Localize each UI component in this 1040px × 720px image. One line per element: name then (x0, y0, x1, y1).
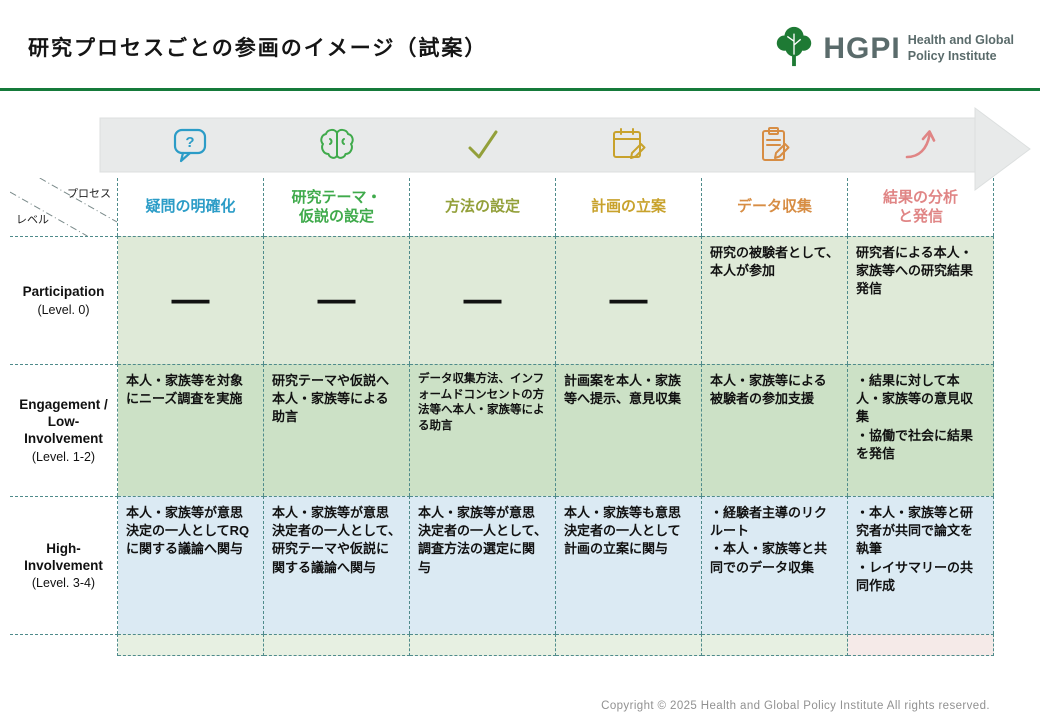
row-label-high-involvement: High-Involvement (Level. 3-4) (10, 496, 118, 634)
matrix-cell: 本人・家族等が意思決定者の一人として、調査方法の選定に関与 (410, 496, 556, 634)
row-label-level: (Level. 1-2) (31, 449, 96, 464)
participation-matrix: プロセス レベル 疑問の明確化 研究テーマ・ 仮説の設定 方法の設定 計画の立案… (10, 178, 994, 656)
page-title: 研究プロセスごとの参画のイメージ（試案） (28, 37, 488, 60)
row-label-text: Engagement / Low-Involvement (19, 397, 108, 446)
brain-icon (316, 124, 358, 166)
corner-process-label: プロセス (67, 188, 111, 200)
copyright-text: Copyright © 2025 Health and Global Polic… (601, 700, 990, 712)
row-label-text: High-Involvement (24, 540, 103, 573)
logo-name: Health and Global Policy Institute (908, 33, 1014, 64)
strip-cell (556, 634, 702, 656)
column-header-theme-hypothesis: 研究テーマ・ 仮説の設定 (264, 178, 410, 236)
logo-acronym: HGPI (823, 31, 901, 65)
matrix-cell: 本人・家族等による被験者の参加支援 (702, 364, 848, 496)
row-label-participation: Participation (Level. 0) (10, 236, 118, 364)
matrix-cell: 本人・家族等も意思決定者の一人として計画の立案に関与 (556, 496, 702, 634)
process-arrow: ? (0, 106, 1040, 192)
calendar-icon (608, 124, 650, 166)
column-header-question-clarification: 疑問の明確化 (118, 178, 264, 236)
clipboard-icon (754, 124, 796, 166)
row-label-level: (Level. 0) (37, 302, 90, 317)
matrix-cell: データ収集方法、インフォームドコンセントの方法等へ本人・家族等による助言 (410, 364, 556, 496)
tree-icon (772, 22, 816, 75)
row-label-level: (Level. 3-4) (31, 576, 96, 591)
matrix-cell: ・本人・家族等と研究者が共同で論文を執筆 ・レイサマリーの共同作成 (848, 496, 994, 634)
matrix-cell: — (264, 236, 410, 364)
strip-label-spacer (10, 634, 118, 656)
svg-text:?: ? (185, 134, 194, 151)
check-icon (462, 124, 504, 166)
column-header-planning: 計画の立案 (556, 178, 702, 236)
trend-arrow-icon (900, 124, 942, 166)
strip-cell (702, 634, 848, 656)
matrix-cell: 本人・家族等を対象にニーズ調査を実施 (118, 364, 264, 496)
row-label-text: Participation (22, 284, 105, 300)
matrix-corner: プロセス レベル (10, 178, 118, 236)
strip-cell (410, 634, 556, 656)
matrix-cell: — (410, 236, 556, 364)
title-divider (0, 88, 1040, 91)
logo-name-line2: Policy Institute (907, 48, 997, 63)
matrix-cell: 研究テーマや仮説へ本人・家族等による助言 (264, 364, 410, 496)
strip-cell (118, 634, 264, 656)
row-label-engagement: Engagement / Low-Involvement (Level. 1-2… (10, 364, 118, 496)
strip-cell (264, 634, 410, 656)
matrix-cell: 研究者による本人・家族等への研究結果発信 (848, 236, 994, 364)
matrix-cell: ・経験者主導のリクルート ・本人・家族等と共同でのデータ収集 (702, 496, 848, 634)
arrow-shape (99, 107, 1031, 191)
logo-name-line1: Health and Global (907, 32, 1014, 47)
column-header-method: 方法の設定 (410, 178, 556, 236)
matrix-cell: 計画案を本人・家族等へ提示、意見収集 (556, 364, 702, 496)
matrix-cell: — (556, 236, 702, 364)
column-header-data-collection: データ収集 (702, 178, 848, 236)
matrix-cell: — (118, 236, 264, 364)
hgpi-logo: HGPI Health and Global Policy Institute (772, 22, 1014, 75)
matrix-cell: 研究の被験者として、本人が参加 (702, 236, 848, 364)
matrix-cell: 本人・家族等が意思決定者の一人として、研究テーマや仮説に関する議論へ関与 (264, 496, 410, 634)
matrix-cell: 本人・家族等が意思決定の一人としてRQに関する議論へ関与 (118, 496, 264, 634)
strip-cell (848, 634, 994, 656)
matrix-cell: ・結果に対して本人・家族等の意見収集 ・協働で社会に結果を発信 (848, 364, 994, 496)
corner-level-label: レベル (16, 214, 49, 226)
question-bubble-icon: ? (170, 124, 212, 166)
column-header-results: 結果の分析 と発信 (848, 178, 994, 236)
